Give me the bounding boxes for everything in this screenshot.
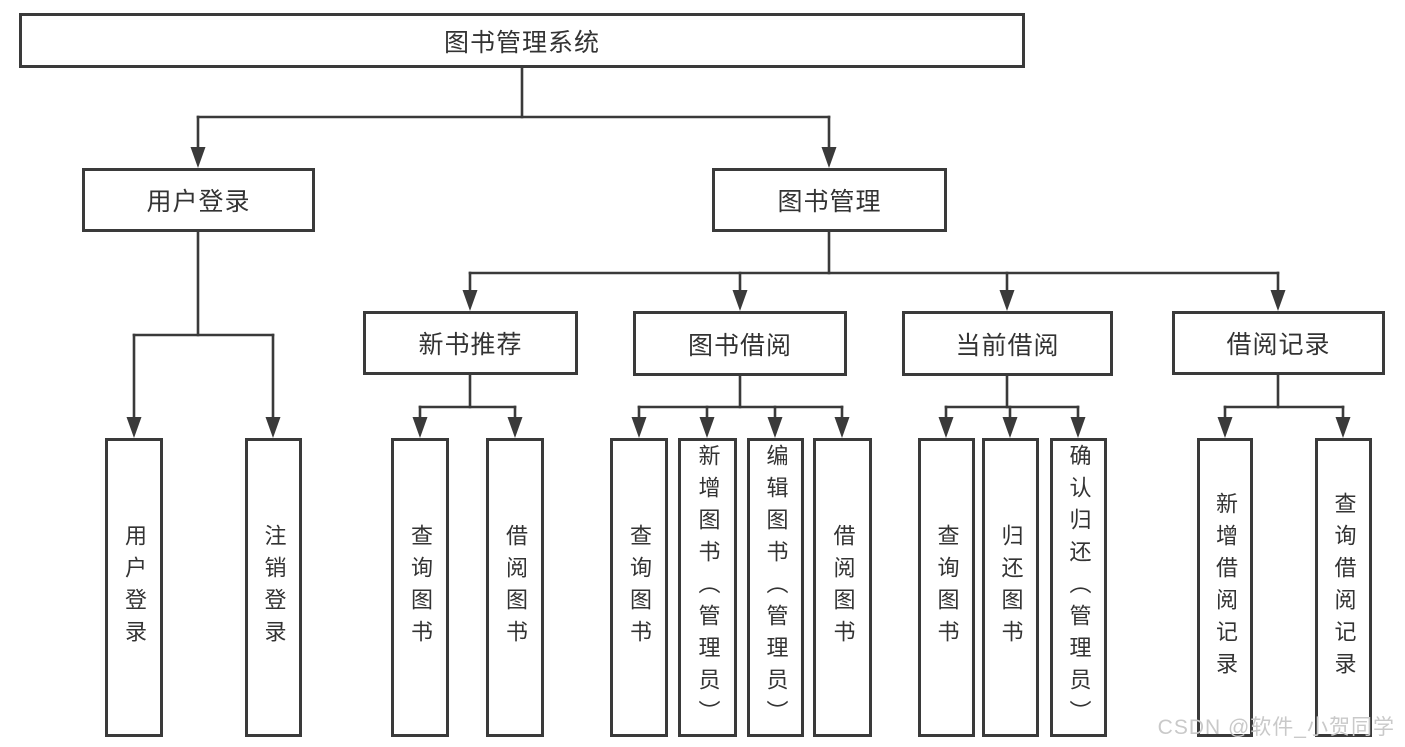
leaf-return-books: 归还图书 [982,438,1039,737]
leaf-query-books: 查询图书 [391,438,449,737]
csdn-watermark: CSDN @软件_小贺同学 [1157,716,1395,739]
leaf-add-book-admin: 新增图书（管理员） [678,438,737,737]
node-current-borrow: 当前借阅 [902,311,1113,376]
leaf-borrow-books: 借阅图书 [486,438,544,737]
leaf-edit-book-admin: 编辑图书（管理员） [747,438,804,737]
node-new-book-recommend: 新书推荐 [363,311,578,375]
leaf-logout: 注销登录 [245,438,302,737]
leaf-borrow-books: 借阅图书 [813,438,872,737]
node-borrow-records: 借阅记录 [1172,311,1385,375]
node-book-borrow: 图书借阅 [633,311,847,376]
leaf-query-books: 查询图书 [610,438,668,737]
leaf-add-borrow-record: 新增借阅记录 [1197,438,1253,737]
node-library-management-system: 图书管理系统 [19,13,1025,68]
leaf-query-books: 查询图书 [918,438,975,737]
leaf-user-login: 用户登录 [105,438,163,737]
node-user-login: 用户登录 [82,168,315,232]
leaf-query-borrow-record: 查询借阅记录 [1315,438,1372,737]
node-book-management: 图书管理 [712,168,947,232]
leaf-confirm-return-admin: 确认归还（管理员） [1050,438,1107,737]
